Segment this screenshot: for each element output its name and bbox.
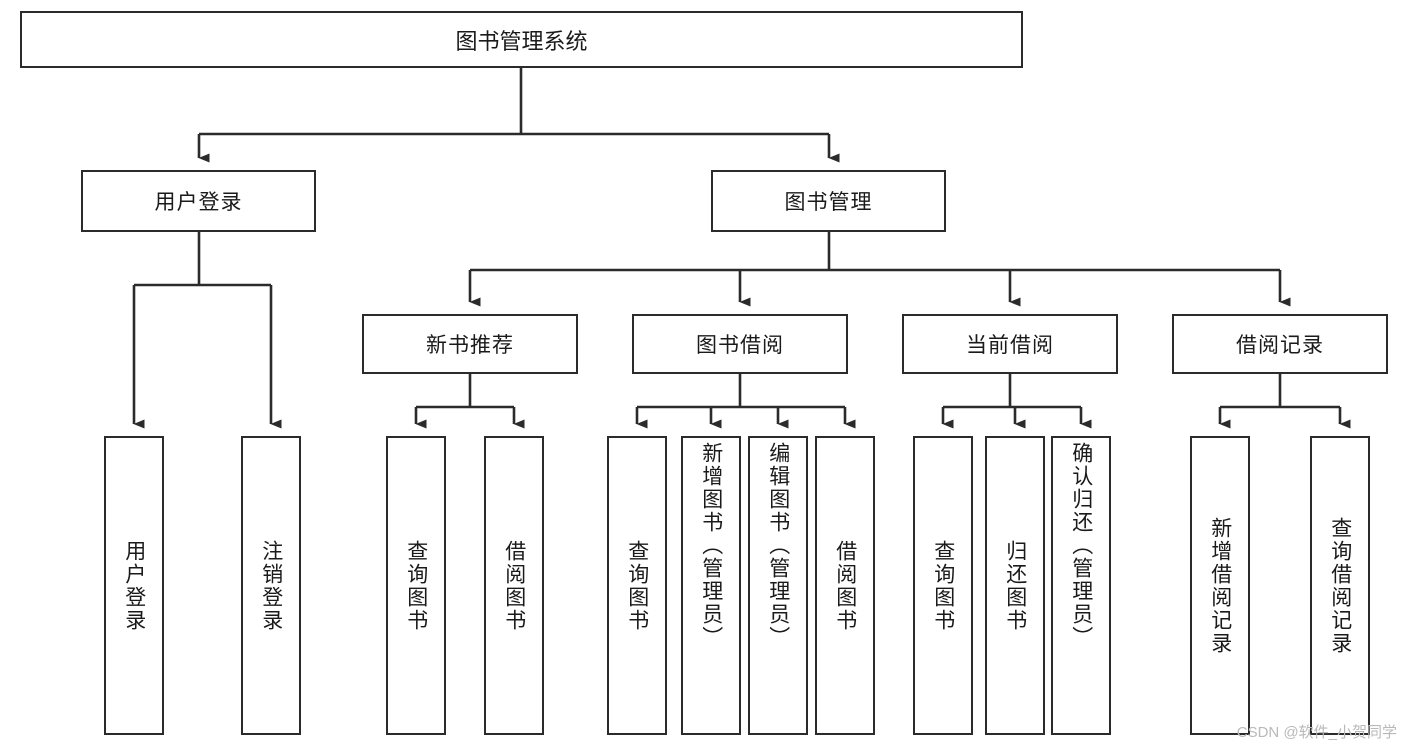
leaf-logout-login-label: 注销登录 bbox=[259, 539, 283, 632]
leaf-borrow-book-2[interactable]: 借阅图书 bbox=[815, 436, 875, 735]
leaf-query-book-3-label: 查询图书 bbox=[931, 539, 955, 632]
leaf-query-book-1-label: 查询图书 bbox=[404, 539, 428, 632]
leaf-return-book-label: 归还图书 bbox=[1003, 539, 1027, 632]
node-user-login[interactable]: 用户登录 bbox=[81, 170, 316, 232]
leaf-edit-book-label: 编辑图书（管理员） bbox=[766, 442, 790, 649]
node-borrow-record[interactable]: 借阅记录 bbox=[1172, 314, 1388, 374]
leaf-return-book[interactable]: 归还图书 bbox=[985, 436, 1045, 735]
leaf-user-login-label: 用户登录 bbox=[122, 539, 146, 632]
leaf-query-book-2-label: 查询图书 bbox=[625, 539, 649, 632]
node-root-label: 图书管理系统 bbox=[455, 28, 588, 54]
node-new-book-rec[interactable]: 新书推荐 bbox=[362, 314, 578, 374]
node-root[interactable]: 图书管理系统 bbox=[20, 11, 1023, 68]
leaf-logout-login[interactable]: 注销登录 bbox=[241, 436, 301, 735]
leaf-user-login[interactable]: 用户登录 bbox=[104, 436, 164, 735]
node-current-borrow-label: 当前借阅 bbox=[966, 334, 1054, 357]
node-book-borrow-label: 图书借阅 bbox=[696, 334, 784, 357]
node-borrow-record-label: 借阅记录 bbox=[1236, 334, 1324, 357]
watermark-text: CSDN @软件_小贺同学 bbox=[1236, 724, 1397, 741]
leaf-query-book-2[interactable]: 查询图书 bbox=[607, 436, 667, 735]
leaf-borrow-book-1-label: 借阅图书 bbox=[502, 539, 526, 632]
node-user-login-label: 用户登录 bbox=[154, 191, 243, 214]
node-current-borrow[interactable]: 当前借阅 bbox=[902, 314, 1118, 374]
leaf-query-book-3[interactable]: 查询图书 bbox=[913, 436, 973, 735]
node-book-manage[interactable]: 图书管理 bbox=[711, 170, 946, 232]
leaf-query-book-1[interactable]: 查询图书 bbox=[386, 436, 446, 735]
leaf-borrow-book-1[interactable]: 借阅图书 bbox=[484, 436, 544, 735]
leaf-confirm-return-label: 确认归还（管理员） bbox=[1069, 442, 1093, 649]
leaf-edit-book[interactable]: 编辑图书（管理员） bbox=[748, 436, 808, 735]
node-book-manage-label: 图书管理 bbox=[784, 191, 873, 214]
leaf-query-record-label: 查询借阅记录 bbox=[1328, 516, 1352, 655]
leaf-add-book-label: 新增图书（管理员） bbox=[699, 442, 723, 649]
node-book-borrow[interactable]: 图书借阅 bbox=[632, 314, 848, 374]
leaf-confirm-return[interactable]: 确认归还（管理员） bbox=[1051, 436, 1111, 735]
leaf-add-book[interactable]: 新增图书（管理员） bbox=[681, 436, 741, 735]
leaf-add-record[interactable]: 新增借阅记录 bbox=[1190, 436, 1250, 735]
leaf-add-record-label: 新增借阅记录 bbox=[1208, 516, 1232, 655]
node-new-book-rec-label: 新书推荐 bbox=[426, 334, 514, 357]
leaf-query-record[interactable]: 查询借阅记录 bbox=[1310, 436, 1370, 735]
leaf-borrow-book-2-label: 借阅图书 bbox=[833, 539, 857, 632]
